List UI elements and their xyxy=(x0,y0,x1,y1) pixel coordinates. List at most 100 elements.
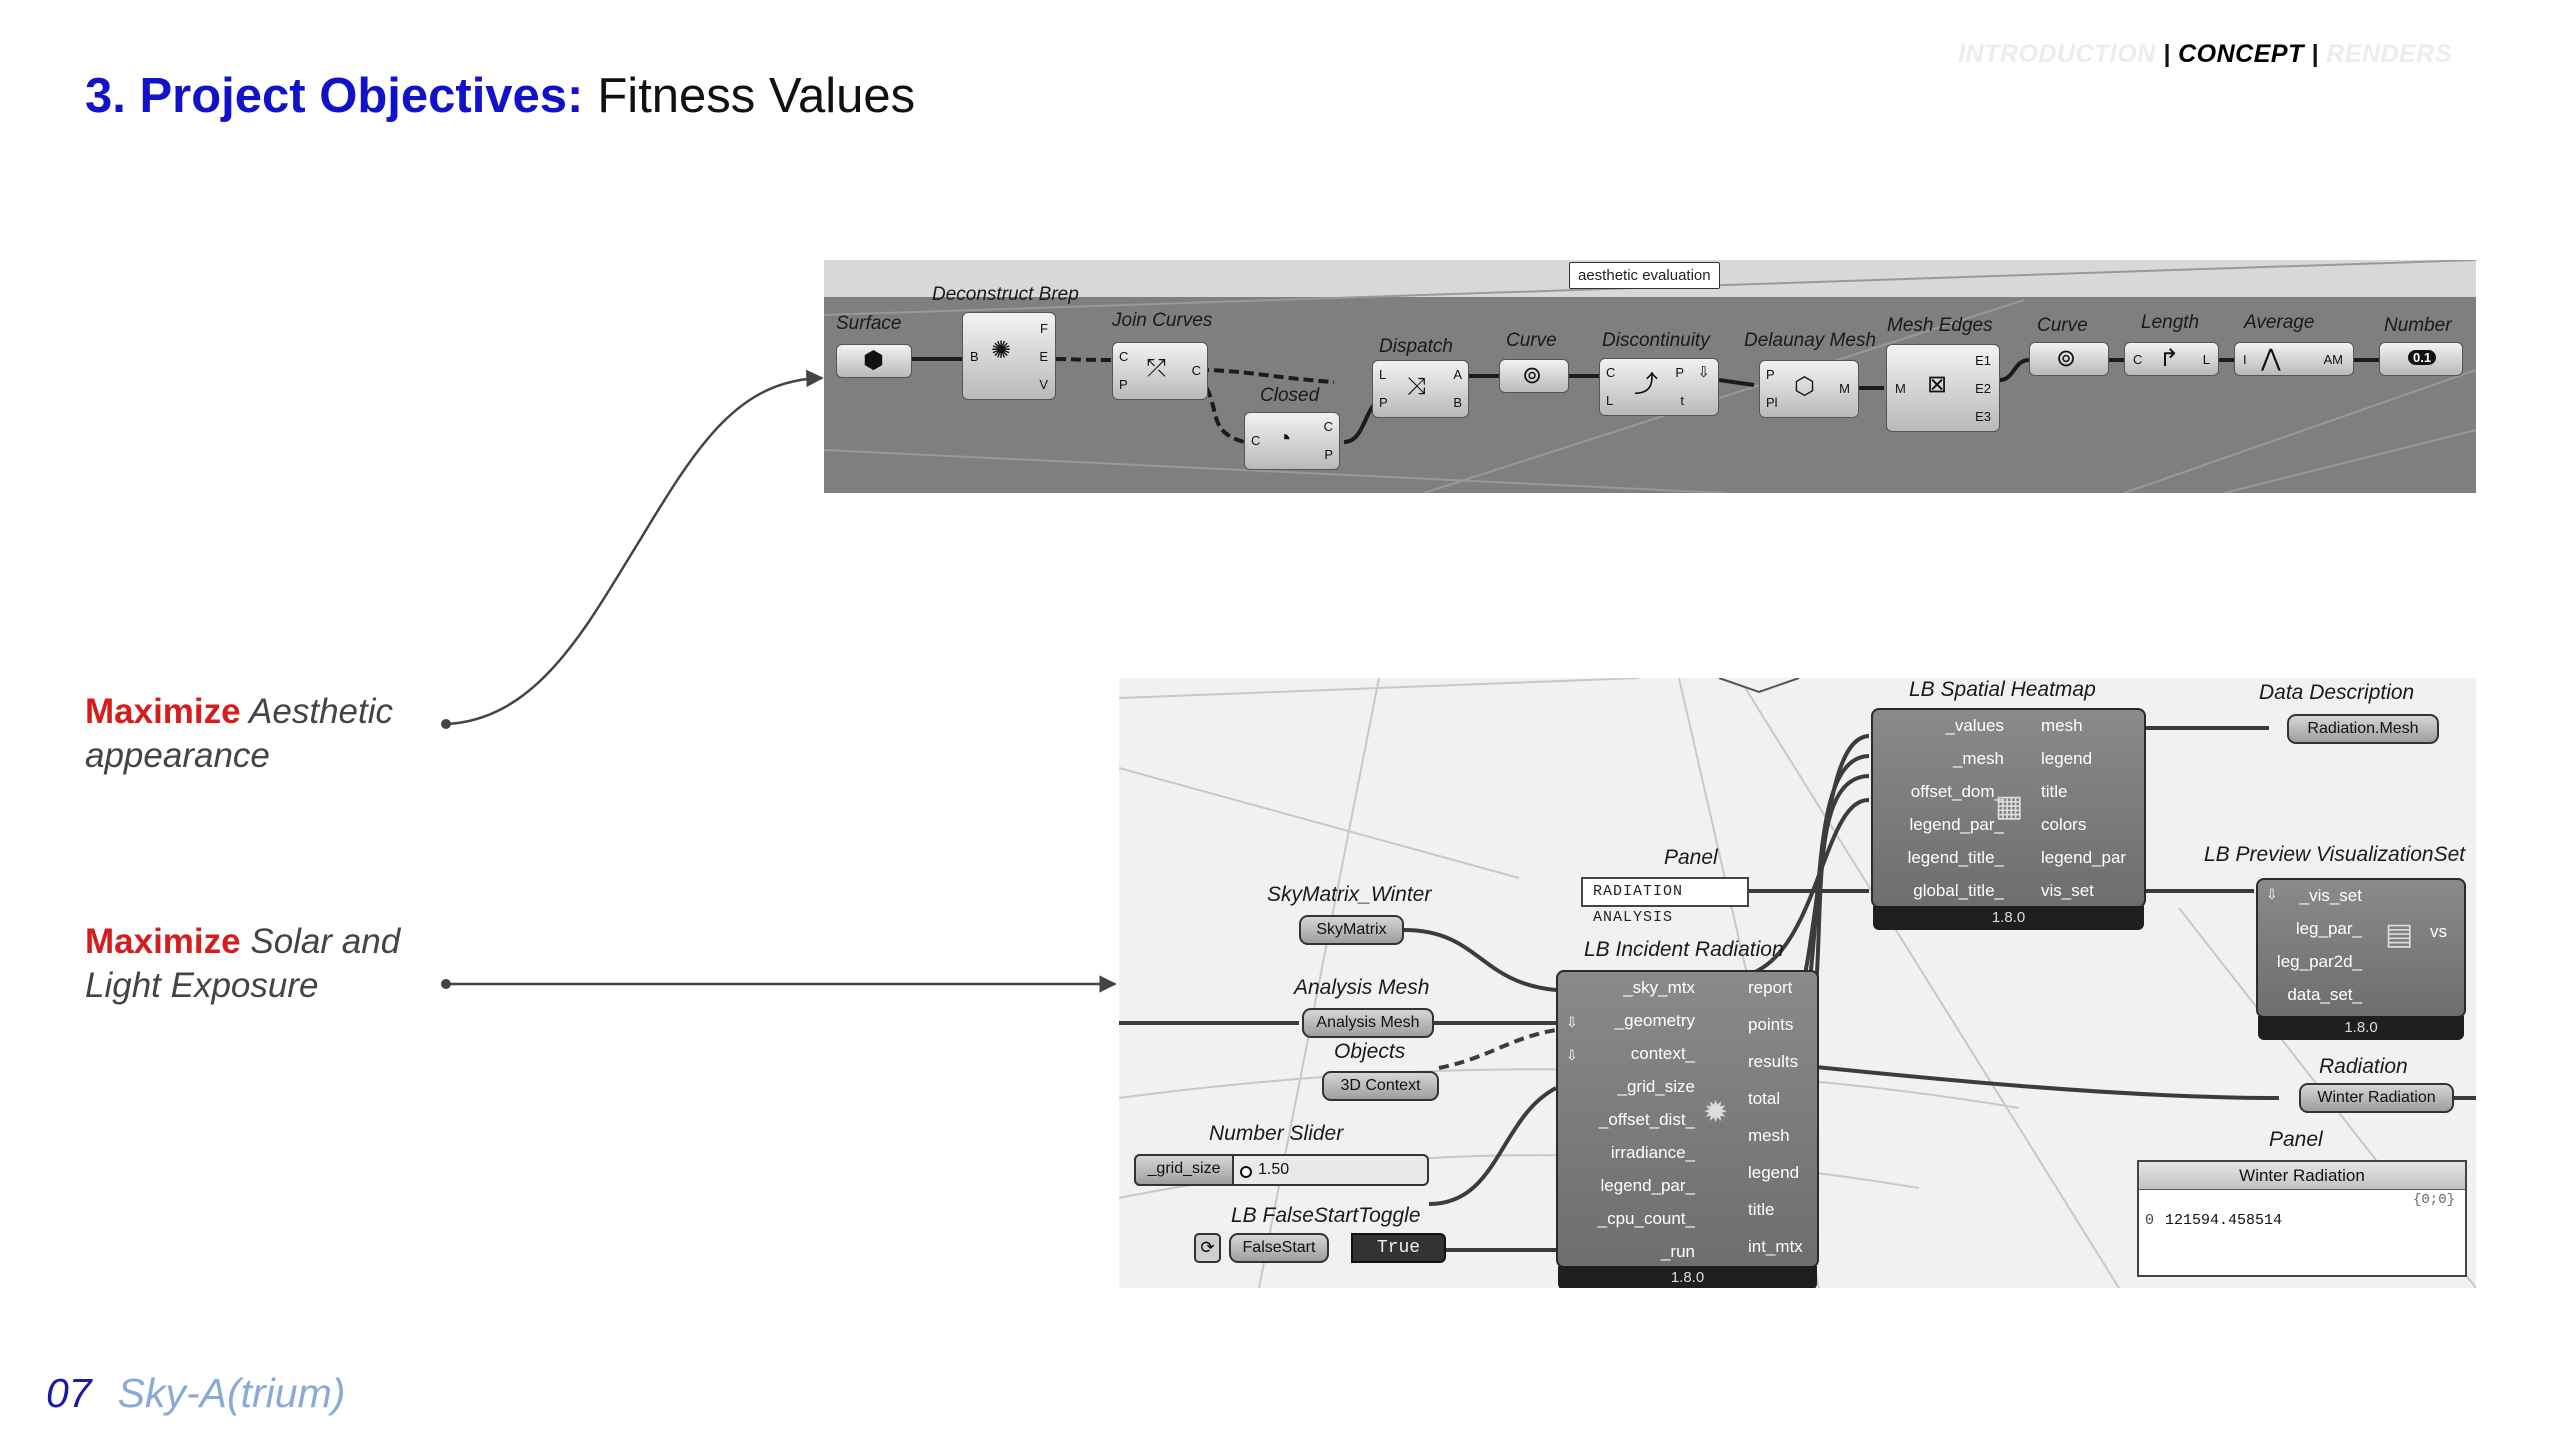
pin-am: AM xyxy=(2323,352,2344,367)
objective-verb: Maximize xyxy=(85,922,241,961)
winter-radiation-pill[interactable]: Winter Radiation xyxy=(2299,1083,2454,1113)
analysis-mesh-pill[interactable]: Analysis Mesh xyxy=(1302,1008,1434,1038)
pin-m: M xyxy=(1839,381,1850,396)
nav-separator: | xyxy=(2303,40,2327,68)
slider-name: _grid_size xyxy=(1134,1154,1234,1186)
output-points[interactable]: points xyxy=(1748,1015,1794,1034)
label-curve: Curve xyxy=(1506,330,1557,351)
output-results[interactable]: results xyxy=(1748,1052,1799,1071)
average-node[interactable]: I ⋀ AM xyxy=(2234,342,2354,376)
nav-introduction[interactable]: INTRODUCTION xyxy=(1958,40,2156,68)
pin-p: P xyxy=(1379,395,1388,410)
nav-renders[interactable]: RENDERS xyxy=(2326,40,2452,68)
output-vs[interactable]: vs xyxy=(2430,922,2447,941)
output-mesh[interactable]: mesh xyxy=(1748,1126,1790,1145)
toggle-value[interactable]: True xyxy=(1351,1233,1446,1263)
output-vis-set[interactable]: vis_set xyxy=(2041,881,2094,900)
data-description-pill[interactable]: Radiation.Mesh xyxy=(2287,714,2439,744)
input-sky-mtx[interactable]: _sky_mtx xyxy=(1623,978,1695,997)
label-average: Average xyxy=(2244,312,2315,333)
context-pill[interactable]: 3D Context xyxy=(1322,1071,1439,1101)
slider-knob[interactable] xyxy=(1240,1166,1252,1178)
output-int-mtx[interactable]: int_mtx xyxy=(1748,1237,1803,1256)
lb-incident-radiation-component[interactable]: _sky_mtx _geometry context_ _grid_size _… xyxy=(1556,970,1819,1288)
surface-param-node[interactable]: ⬢ xyxy=(836,344,912,378)
label-spatial-heatmap: LB Spatial Heatmap xyxy=(1909,678,2096,701)
closed-node[interactable]: C ◔ C P xyxy=(1244,412,1340,470)
input-legend-par[interactable]: legend_par_ xyxy=(1600,1176,1695,1195)
curve-icon: ⊚ xyxy=(2056,345,2077,372)
pin-a: A xyxy=(1453,367,1462,382)
output-report[interactable]: report xyxy=(1748,978,1793,997)
refresh-icon[interactable]: ⟳ xyxy=(1194,1233,1221,1263)
input-global-title[interactable]: global_title_ xyxy=(1913,881,2004,900)
input-offset-dom[interactable]: offset_dom_ xyxy=(1910,782,2004,801)
output-legend[interactable]: legend xyxy=(1748,1163,1800,1182)
group-tag[interactable]: aesthetic evaluation xyxy=(1569,262,1720,289)
label-number-slider: Number Slider xyxy=(1209,1122,1344,1145)
input-irradiance[interactable]: irradiance_ xyxy=(1610,1143,1695,1162)
grasshopper-canvas-aesthetic[interactable]: aesthetic evaluation Surface Deconstruct… xyxy=(824,260,2476,493)
input-vis-set[interactable]: _vis_set xyxy=(2299,886,2362,905)
component-version: 1.8.0 xyxy=(1558,1266,1817,1288)
input-mesh[interactable]: _mesh xyxy=(1952,749,2004,768)
output-legend-par[interactable]: legend_par xyxy=(2041,848,2127,867)
input-data-set[interactable]: data_set_ xyxy=(2287,985,2362,1004)
output-total[interactable]: total xyxy=(1748,1089,1781,1108)
skymatrix-pill[interactable]: SkyMatrix xyxy=(1299,915,1404,945)
label-dispatch: Dispatch xyxy=(1379,336,1453,357)
flatten-icon: ⇩ xyxy=(1566,1014,1578,1030)
grid-size-slider[interactable]: _grid_size 1.50 xyxy=(1134,1154,1429,1186)
input-leg-par2d[interactable]: leg_par2d_ xyxy=(2276,952,2362,971)
dispatch-node[interactable]: L P ⤨ A B xyxy=(1372,360,1469,418)
pin-c-out: C xyxy=(1323,419,1333,434)
pin-e2: E2 xyxy=(1975,381,1991,396)
heatmap-icon: ▦ xyxy=(1995,790,2024,823)
flatten-icon: ⇩ xyxy=(1697,364,1710,381)
objective-solar: Maximize Solar and Light Exposure xyxy=(85,920,465,1008)
panel-path: {0;0} xyxy=(2412,1192,2455,1208)
output-title[interactable]: title xyxy=(2041,782,2068,801)
pin-l: L xyxy=(1606,393,1614,408)
false-start-pill[interactable]: FalseStart xyxy=(1229,1233,1329,1263)
title-text-panel[interactable]: RADIATION ANALYSIS xyxy=(1581,877,1749,926)
curve-param-node[interactable]: ⊚ xyxy=(1499,359,1569,393)
output-legend[interactable]: legend xyxy=(2041,749,2093,768)
lb-spatial-heatmap-component[interactable]: _values _mesh offset_dom_ legend_par_ le… xyxy=(1871,708,2146,930)
objective-verb: Maximize xyxy=(85,692,241,731)
input-geometry[interactable]: _geometry xyxy=(1614,1011,1695,1030)
output-colors[interactable]: colors xyxy=(2041,815,2087,834)
output-title[interactable]: title xyxy=(1748,1200,1775,1219)
curve-param-node-2[interactable]: ⊚ xyxy=(2029,342,2109,376)
panel-header: Winter Radiation xyxy=(2139,1162,2465,1190)
discontinuity-node[interactable]: C L ⤴ P t ⇩ xyxy=(1599,358,1719,416)
pin-f: F xyxy=(1040,321,1048,336)
title-subheading: Fitness Values xyxy=(597,69,916,123)
section-nav: INTRODUCTION | CONCEPT | RENDERS xyxy=(1958,40,2452,69)
length-node[interactable]: C ↱ L xyxy=(2124,342,2219,376)
output-mesh[interactable]: mesh xyxy=(2041,716,2083,735)
delaunay-mesh-node[interactable]: P Pl ⬡ M xyxy=(1759,360,1859,418)
input-context[interactable]: context_ xyxy=(1630,1044,1695,1063)
grasshopper-canvas-solar[interactable]: LB Spatial Heatmap Data Description Pane… xyxy=(1119,678,2476,1288)
discontinuity-icon: ⤴ xyxy=(1634,371,1658,398)
input-values[interactable]: _values xyxy=(1945,716,2004,735)
input-grid-size[interactable]: _grid_size xyxy=(1617,1077,1696,1096)
join-curves-node[interactable]: C P ⤱ C xyxy=(1112,342,1208,400)
mesh-edges-node[interactable]: M ⊠ E1 E2 E3 xyxy=(1886,344,2000,432)
winter-radiation-panel[interactable]: Winter Radiation {0;0} 0 121594.458514 xyxy=(2137,1160,2467,1277)
arrow-aesthetic-start xyxy=(441,719,451,729)
input-run[interactable]: _run xyxy=(1660,1242,1695,1261)
input-leg-par[interactable]: leg_par_ xyxy=(2295,919,2362,938)
number-param-node[interactable]: 0.1 xyxy=(2379,342,2463,376)
input-legend-title[interactable]: legend_title_ xyxy=(1907,848,2004,867)
deconstruct-icon: ✺ xyxy=(991,337,1012,364)
input-legend-par[interactable]: legend_par_ xyxy=(1909,815,2004,834)
nav-concept[interactable]: CONCEPT xyxy=(2178,40,2304,68)
input-cpu-count[interactable]: _cpu_count_ xyxy=(1597,1209,1695,1228)
average-icon: ⋀ xyxy=(2261,345,2281,372)
lb-preview-visualization-component[interactable]: _vis_set leg_par_ leg_par2d_ data_set_ ▤… xyxy=(2256,878,2466,1040)
deconstruct-brep-node[interactable]: B ✺ F E V xyxy=(962,312,1056,400)
input-offset-dist[interactable]: _offset_dist_ xyxy=(1598,1110,1695,1129)
